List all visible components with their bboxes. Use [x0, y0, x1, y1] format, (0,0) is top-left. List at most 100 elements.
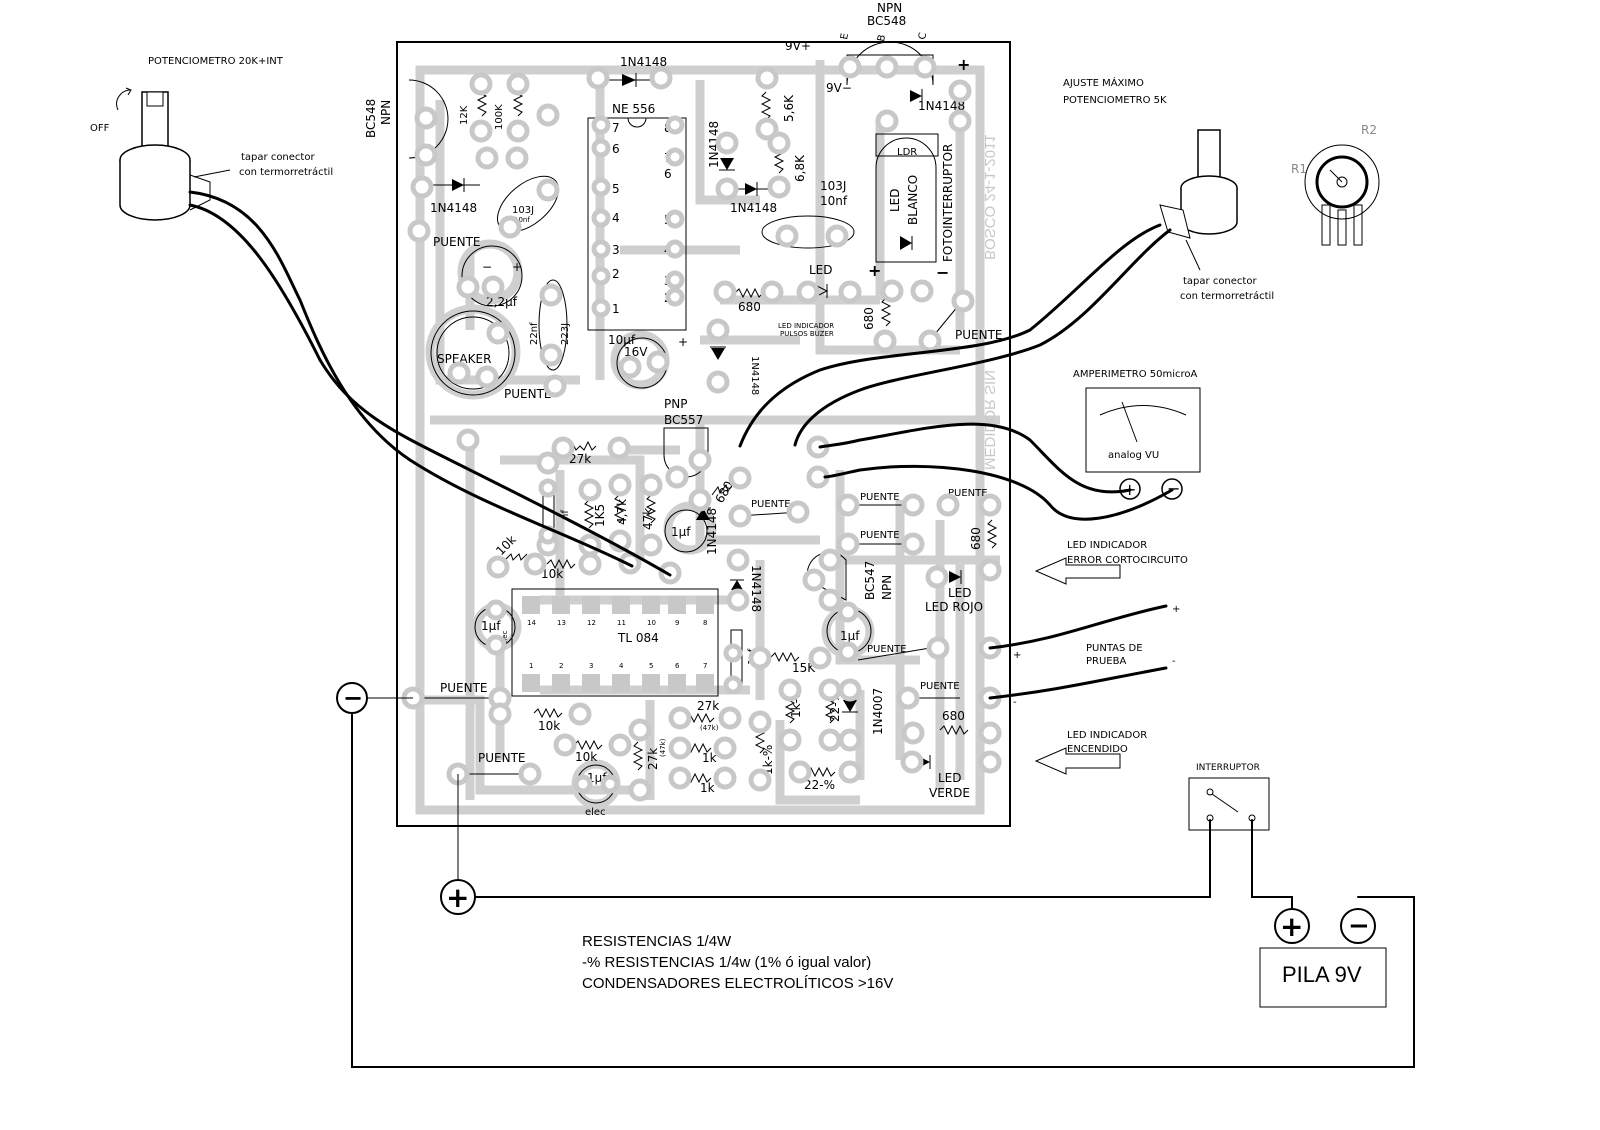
c22uf-minus: − [482, 260, 492, 274]
r1k-b-label: 1k [700, 781, 715, 795]
pot-right-note-1: tapar conector [1183, 276, 1257, 287]
meter-minus-label: − [1167, 479, 1180, 498]
r10k-d-label: 10k [575, 750, 597, 764]
r10k-b-label: 10k [541, 567, 563, 581]
puente-label: PUENTE [867, 644, 907, 655]
fotointerruptor-label: FOTOINTERRUPTOR [941, 144, 955, 262]
note-line: CONDENSADORES ELECTROLÍTICOS >16V [582, 975, 893, 992]
v-plus-label: 9V+ [785, 39, 811, 53]
ldr-label: LDR [897, 147, 917, 158]
pot-right-note-2: con termorretráctil [1180, 290, 1274, 302]
diode-v-label: 1N4148 [707, 121, 721, 168]
c103j-label: 103J [820, 179, 846, 193]
c22uf-plus: + [512, 260, 522, 274]
r27k-label: 27k [569, 452, 591, 466]
ne556-label: NE 556 [612, 102, 655, 116]
r27k-c-label: 27k [646, 748, 660, 770]
board-date-text: BOSCO 24-1-2011 [981, 134, 998, 260]
battery-label: PILA 9V [1282, 962, 1362, 987]
c1uf-c-label: 1µf [481, 619, 501, 633]
t1-npn-label: NPN [877, 1, 902, 15]
left-minus-symbol: − [343, 684, 363, 712]
r100k-label: 100K [494, 104, 505, 130]
r47k-a-label: 4,7k [615, 499, 629, 525]
left-plus-symbol: + [446, 881, 469, 914]
r1k-a-label: 1k [702, 751, 717, 765]
diode-bottom: 1N4148 [710, 346, 760, 395]
led-rojo-label-1: LED [948, 586, 972, 600]
tl084-pin-label: 5 [649, 662, 653, 670]
ne556-pin-right: 6 [664, 167, 672, 181]
r47k-small2-label: (47k) [659, 738, 667, 757]
r680-c-label: 680 [942, 709, 965, 723]
ne556-pin-left: 2 [612, 267, 620, 281]
board-plus-label: + [1013, 650, 1021, 661]
top-minus-sign: − [936, 263, 949, 282]
puente-label: PUENTE [751, 499, 791, 510]
tl084-pin-label: 7 [703, 662, 707, 670]
callouts: LED INDICADOR ERROR CORTOCIRCUITO PUNTAS… [1013, 540, 1270, 831]
r1k5-label: 1K5 [593, 504, 607, 527]
r15k-label: 15K [792, 661, 816, 675]
tl084-pin-label: 1 [529, 662, 533, 670]
c10nf-label: 10nf [820, 194, 848, 208]
c223j-label: 223J [560, 323, 571, 345]
puente-label: PUENTE [920, 681, 960, 692]
c10uf-label: 10µf [608, 333, 636, 347]
r68k-label: 6,8K [793, 154, 807, 182]
led-error-label-1: LED INDICADOR [1067, 540, 1147, 551]
c1uf-b-label: 1µf [840, 629, 860, 643]
elec2-label: elec [585, 807, 606, 818]
led-blanco-label-2: BLANCO [906, 175, 920, 225]
r47k-b-label: 47k [641, 508, 655, 530]
tl084-pin-label: 2 [559, 662, 563, 670]
c22uf-label: 2,2µf [486, 295, 518, 309]
tl084-label: TL 084 [617, 631, 659, 645]
probes-label-2: PRUEBA [1086, 656, 1126, 667]
r47k-small-label: (47k) [700, 724, 719, 732]
pot-right-title-2: POTENCIOMETRO 5K [1063, 95, 1167, 106]
pot-left-off-label: OFF [90, 123, 110, 134]
t1-type-label: BC548 [867, 14, 906, 28]
puente-label: PUENTE [955, 328, 1003, 342]
c16v-label: 16V [624, 345, 648, 359]
r12k-label: 12K [459, 105, 470, 125]
note-line: RESISTENCIAS 1/4W [582, 933, 732, 950]
r680-label: 680 [738, 300, 761, 314]
r27k-b-label: 27k [697, 699, 719, 713]
pot-right-r1-label: R1 [1291, 162, 1307, 176]
diode-left: 1N4148 [430, 178, 480, 215]
pot-left-note-1: tapar conector [241, 152, 315, 163]
r56k-label: 5,6K [782, 94, 796, 122]
led-on-label-1: LED INDICADOR [1067, 730, 1147, 741]
ne556-pin-7-top: 7 [612, 121, 620, 135]
bc557-label: BC557 [664, 413, 703, 427]
pads-top [407, 55, 975, 398]
diode-1n4007-label: 1N4007 [871, 688, 885, 735]
r22-b-label: 22-% [804, 778, 835, 792]
elec-label: elec [501, 630, 509, 645]
puente-label: PUENTE [860, 492, 900, 503]
c22nf-label: 22nf [529, 322, 540, 345]
pads-bottom [401, 428, 1002, 802]
battery-plus-symbol: + [1280, 910, 1303, 943]
pcb-board: BOSCO 24-1-2011 MEDIDOR SIN NE 556 7 8 6… [364, 1, 1011, 827]
tl084-pin-label: 4 [619, 662, 624, 670]
led-blanco-label-1: LED [888, 188, 902, 212]
led-indicator-label-2: PULSOS BUZER [780, 330, 834, 338]
top-section: NE 556 7 8 6 5 4 3 2 1 7 6 5 4 3 2 NPN B… [364, 1, 1003, 401]
led-label: LED [809, 263, 833, 277]
top-plus-sign: + [957, 55, 970, 74]
bottom-section: PNP BC557 27k 680 PUENTE PUENTE PUENTE P… [413, 397, 998, 818]
pot-right-r2-label: R2 [1361, 123, 1377, 137]
puente-label: PUENTE [478, 751, 526, 765]
diode-a-label: 1N4148 [705, 508, 719, 555]
tl084-pin-label: 8 [703, 619, 707, 627]
ne556-pin-left: 6 [612, 142, 620, 156]
led-on-label-2: ENCENDIDO [1067, 744, 1128, 755]
led-error-label-2: ERROR CORTOCIRCUITO [1067, 555, 1188, 566]
t1-pin-c: C [917, 32, 929, 41]
puente-label: PUENTE [440, 681, 488, 695]
speaker-label: SPEAKER [437, 352, 491, 366]
